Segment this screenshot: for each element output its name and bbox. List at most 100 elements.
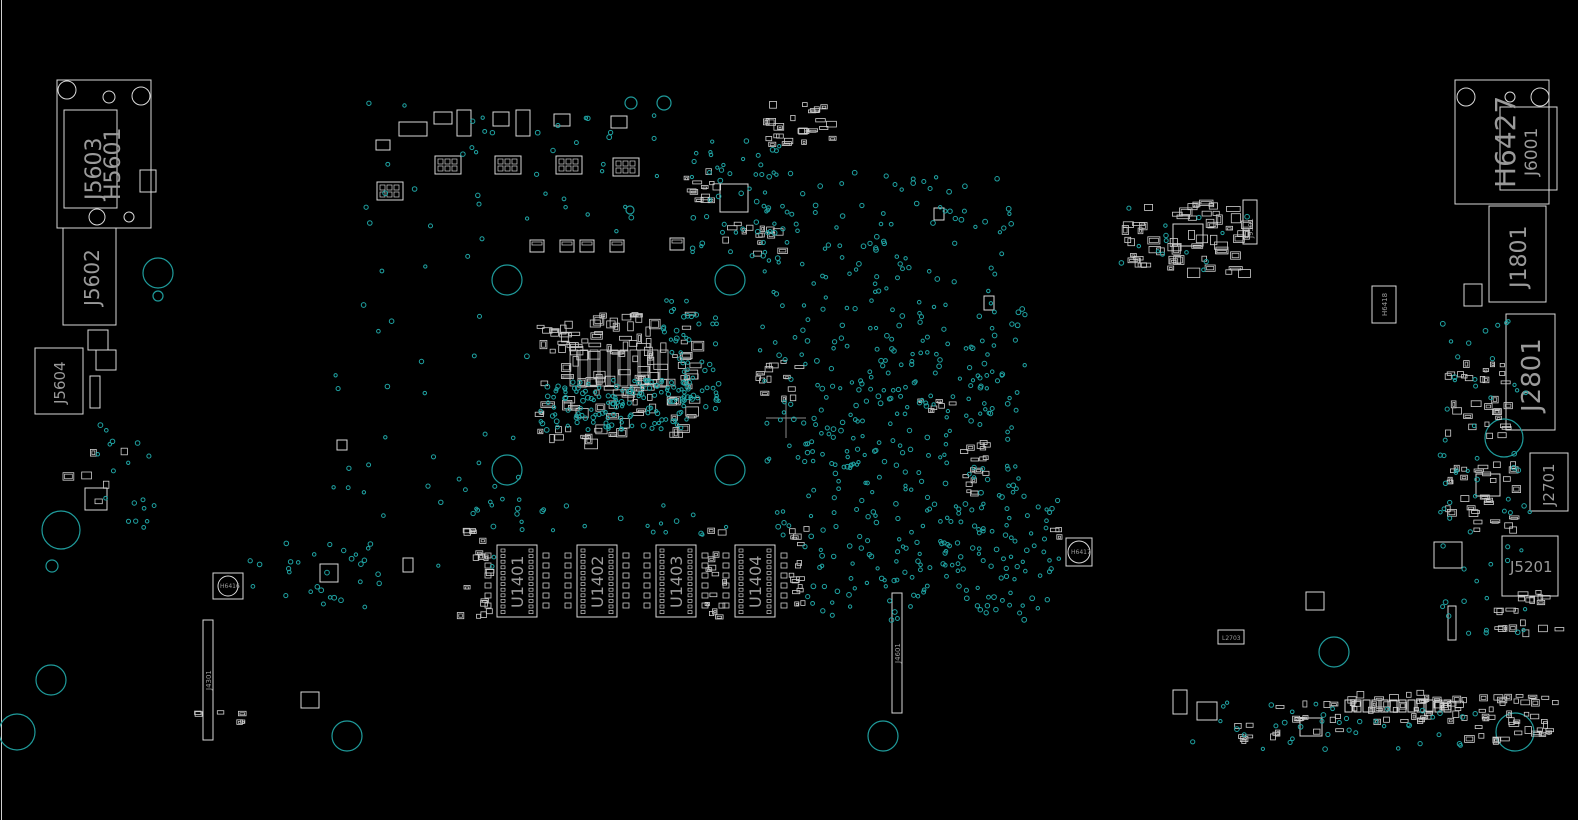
connector-j4301[interactable]: J4301 [202, 619, 214, 741]
chip-u1403[interactable]: U1403 [655, 544, 697, 618]
footprint [738, 599, 744, 603]
testpoint-h6416[interactable]: H6416 [212, 572, 244, 600]
via [957, 554, 964, 560]
footprint [622, 582, 630, 589]
footprint [722, 562, 730, 569]
connector-j5201[interactable]: J5201 [1501, 535, 1559, 597]
via [952, 240, 958, 246]
footprint [661, 378, 676, 387]
via [764, 458, 771, 464]
footprint [671, 239, 683, 244]
via [1004, 463, 1010, 469]
footprint [504, 165, 511, 172]
testpoint-h6417[interactable]: H6417 [1065, 537, 1093, 567]
via [1488, 395, 1494, 401]
footprint [1167, 242, 1182, 252]
footprint [628, 340, 638, 347]
via [966, 396, 971, 402]
via [1519, 548, 1524, 553]
via [1501, 508, 1507, 514]
footprint [781, 395, 787, 403]
footprint [612, 322, 620, 332]
via [907, 446, 914, 453]
connector-j4601[interactable]: J4601 [891, 592, 903, 714]
via [898, 393, 904, 399]
via [831, 346, 836, 351]
via [654, 408, 659, 414]
inductor-l2703[interactable]: L2703 [1217, 629, 1245, 645]
footprint [773, 123, 785, 131]
chip-u1402[interactable]: U1402 [576, 544, 618, 618]
via [610, 401, 616, 407]
via [948, 518, 954, 525]
footprint [581, 338, 589, 344]
footprint [500, 576, 506, 581]
via [545, 400, 551, 406]
chip-u1404[interactable]: U1404 [734, 544, 776, 618]
footprint [670, 414, 678, 421]
footprint [761, 227, 765, 231]
footprint [1453, 697, 1460, 702]
via [891, 348, 897, 354]
via [367, 541, 374, 547]
via [890, 387, 896, 393]
footprint [565, 426, 572, 433]
via [673, 327, 680, 334]
footprint [1334, 713, 1341, 719]
connector-j5603[interactable]: J5603 H5601 [56, 79, 157, 229]
connector-h6427[interactable]: H6427 J6001 [1454, 79, 1558, 205]
via [425, 483, 431, 489]
via [1504, 557, 1511, 564]
via [552, 412, 558, 417]
via [805, 317, 811, 323]
via [906, 264, 912, 271]
footprint [612, 157, 640, 177]
silk-parts-fixed [84, 183, 1501, 737]
via [810, 600, 816, 606]
label-j5602: J5602 [80, 249, 104, 308]
via [903, 384, 908, 390]
via [902, 411, 908, 417]
testpoint-h6418[interactable]: H6418 [1371, 285, 1397, 324]
via [561, 196, 567, 202]
via [1020, 559, 1025, 564]
via [1009, 321, 1015, 327]
connector-j5604[interactable]: J5604 [34, 329, 117, 415]
via [681, 314, 687, 320]
via [897, 261, 903, 267]
via [1521, 503, 1527, 509]
via [947, 208, 953, 214]
chip-u1401[interactable]: U1401 [496, 544, 538, 618]
via [1049, 505, 1055, 512]
footprint [1529, 596, 1536, 604]
via [924, 334, 930, 340]
via [839, 255, 845, 260]
footprint [1123, 226, 1128, 234]
via [984, 386, 990, 391]
via [645, 523, 650, 529]
footprint [1272, 731, 1280, 736]
footprint [1400, 719, 1409, 723]
via [969, 345, 976, 352]
connector-j2701[interactable]: J2701 [1529, 452, 1569, 512]
via [1430, 714, 1436, 720]
connector-j2801[interactable]: J2801 [1505, 313, 1556, 431]
via [574, 419, 580, 426]
via [1510, 464, 1517, 471]
footprint [1208, 202, 1218, 210]
footprint [1527, 694, 1538, 699]
via [674, 422, 680, 428]
connector-j1801[interactable]: J1801 [1488, 205, 1547, 303]
connector-j5602[interactable]: J5602 [62, 227, 117, 326]
via [715, 193, 722, 200]
footprint [1371, 699, 1380, 713]
via [681, 403, 686, 409]
footprint [1531, 699, 1540, 707]
via [934, 276, 941, 282]
via [331, 594, 338, 601]
via [891, 577, 897, 584]
footprint [1372, 702, 1376, 707]
crosshair-marker [766, 398, 806, 438]
